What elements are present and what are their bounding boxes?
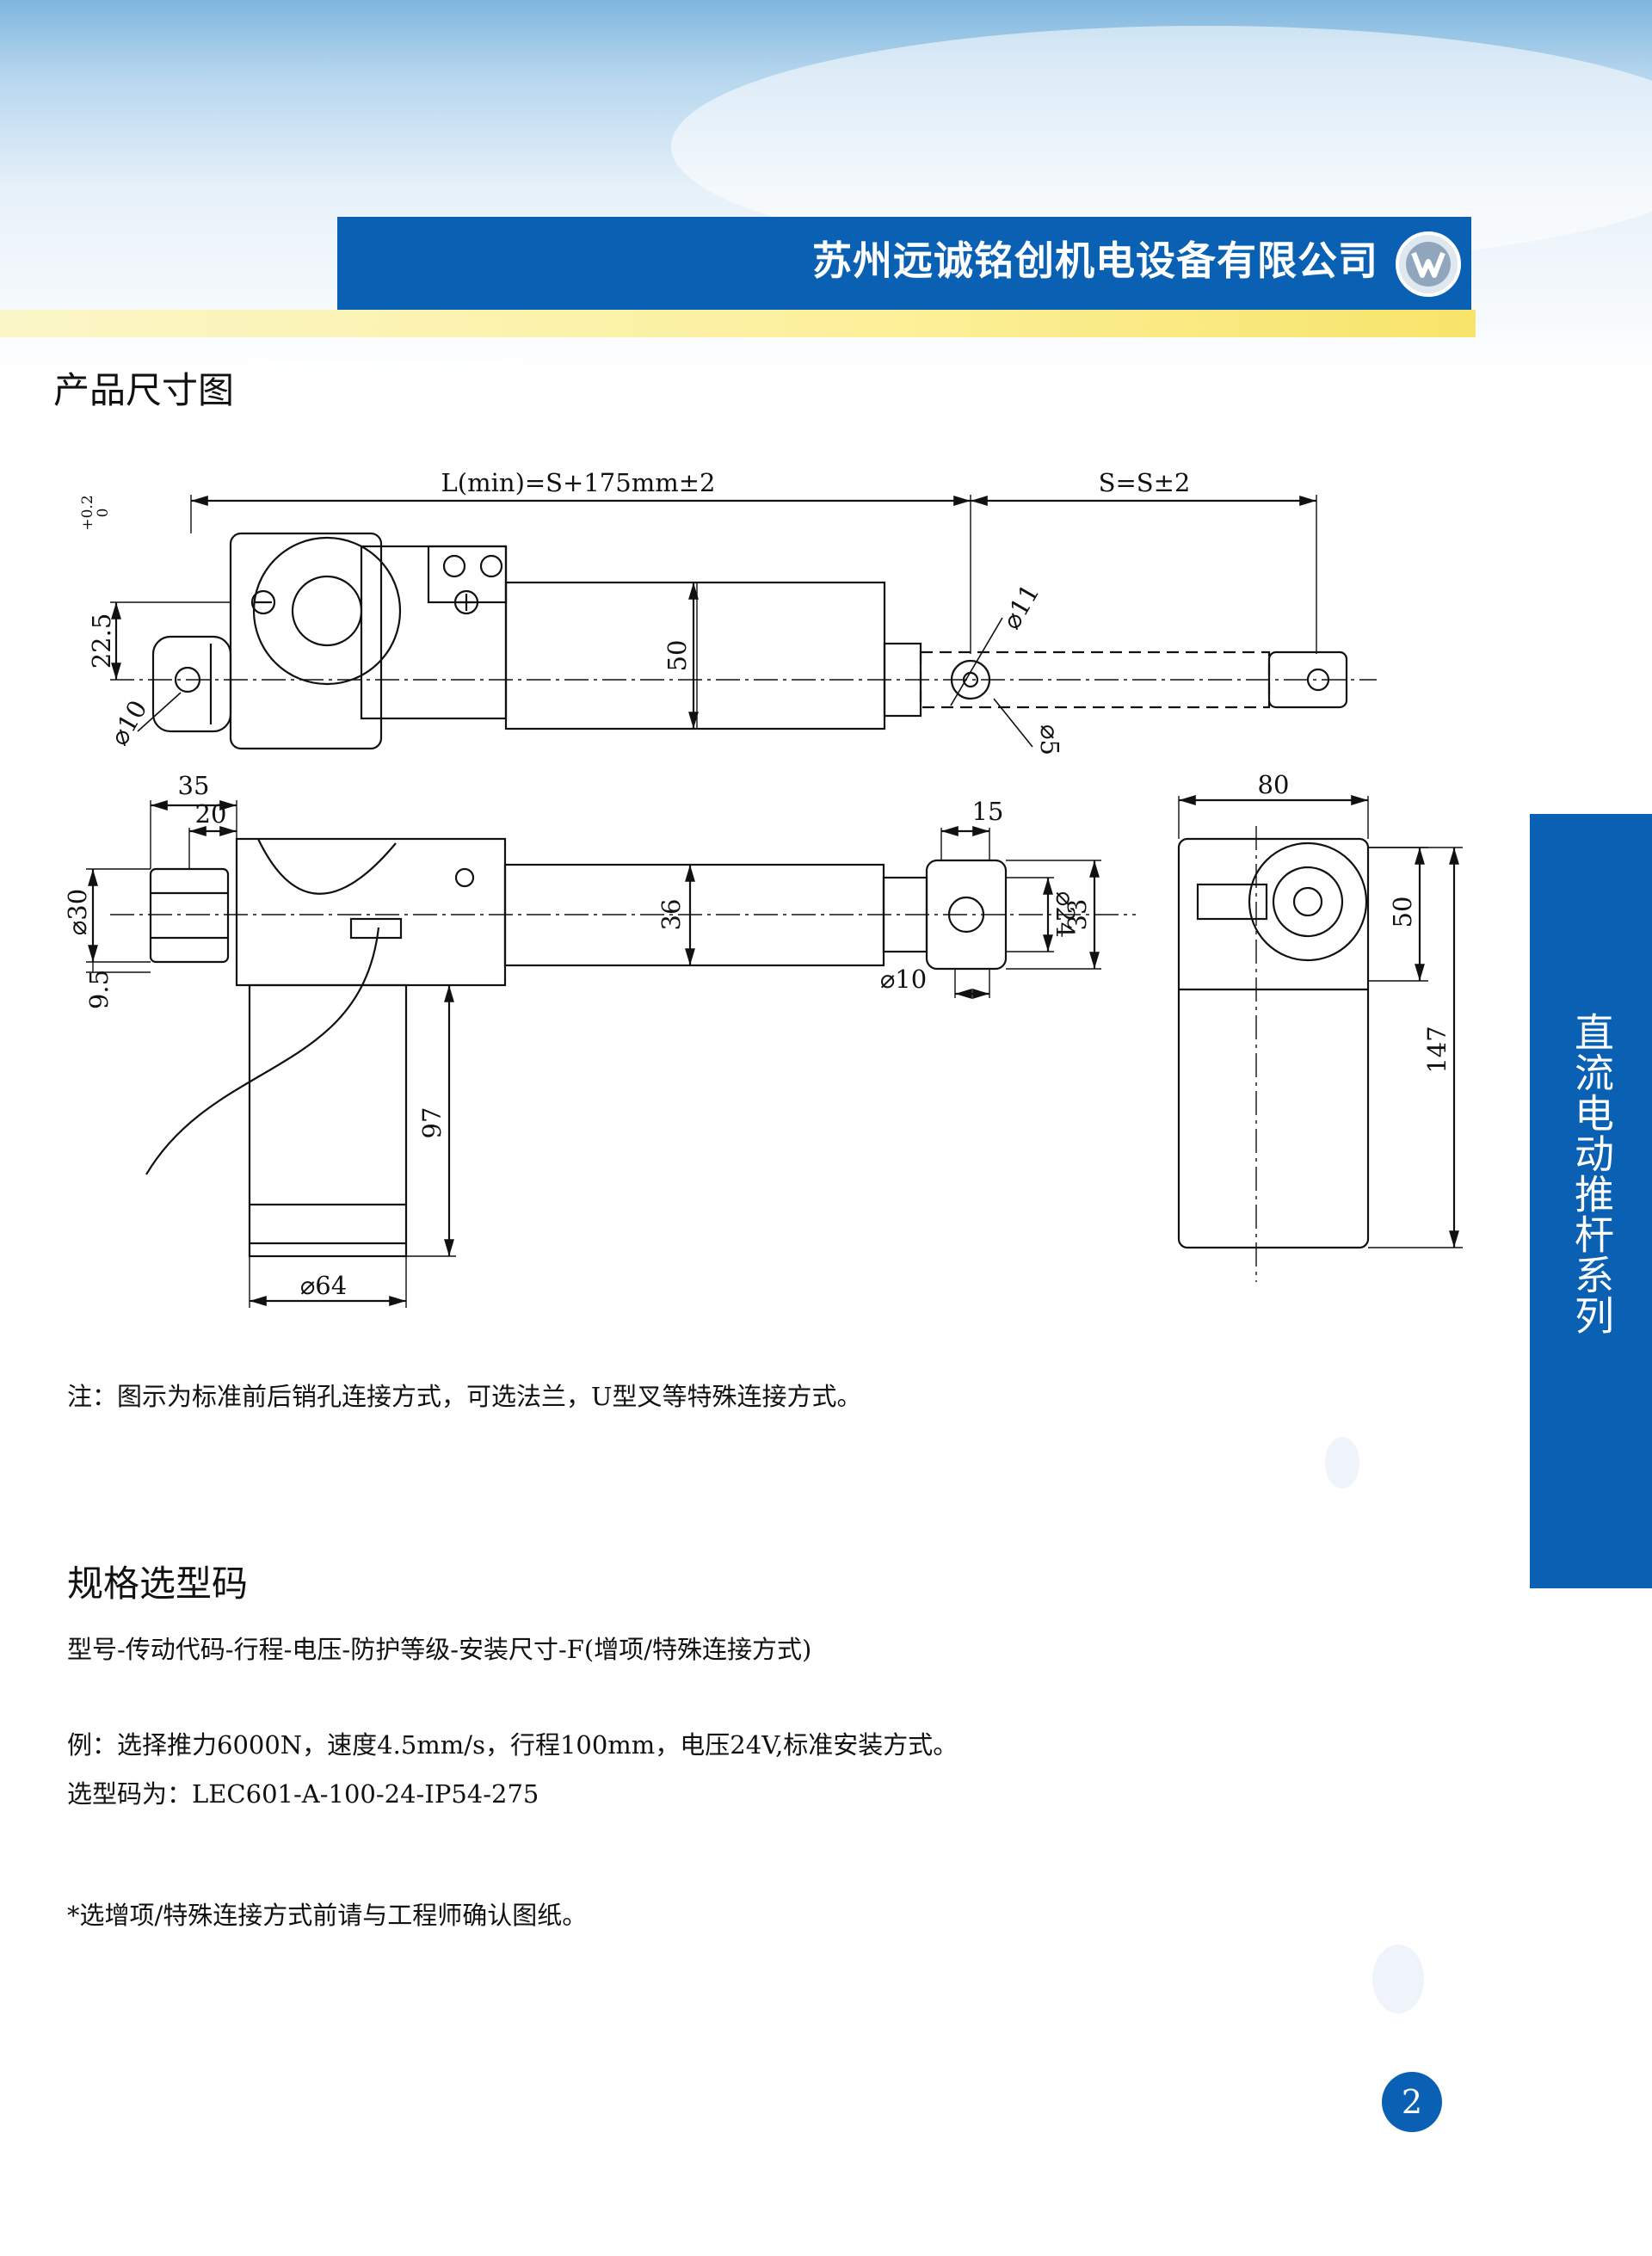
spec-code: 选型码为：LEC601-A-100-24-IP54-275 bbox=[67, 1779, 539, 1809]
dim-50-end: 50 bbox=[1388, 897, 1417, 928]
header-band bbox=[337, 217, 1471, 310]
header-accent-strip bbox=[0, 310, 1476, 337]
dim-97: 97 bbox=[417, 1107, 447, 1139]
dim-15: 15 bbox=[972, 797, 1004, 826]
dim-20: 20 bbox=[195, 799, 227, 829]
dimension-drawing: L(min)=S+175mm±2 S=S±2 22.5 +0.2 0 50 ⌀1… bbox=[63, 468, 1463, 1308]
dim-35: 35 bbox=[178, 771, 210, 800]
spec-example: 例：选择推力6000N，速度4.5mm/s，行程100mm，电压24V,标准安装… bbox=[67, 1730, 959, 1760]
section-title-dimensions: 产品尺寸图 bbox=[53, 369, 235, 411]
dim-80: 80 bbox=[1258, 770, 1290, 799]
top-view bbox=[110, 495, 1377, 750]
dim-d24: ⌀24 bbox=[1051, 891, 1080, 938]
dim-d5: ⌀5 bbox=[1035, 724, 1064, 755]
side-tab bbox=[1530, 814, 1652, 1588]
company-logo-icon bbox=[1396, 231, 1461, 297]
dim-36: 36 bbox=[656, 899, 686, 931]
dim-50-top: 50 bbox=[663, 640, 692, 672]
spec-footnote: *选增项/特殊连接方式前请与工程师确认图纸。 bbox=[67, 1901, 588, 1930]
dim-d10-side: ⌀10 bbox=[880, 965, 927, 994]
dim-length: L(min)=S+175mm±2 bbox=[441, 468, 716, 497]
dim-22-5: 22.5 bbox=[87, 613, 116, 669]
dim-d11: ⌀11 bbox=[996, 579, 1045, 634]
side-view bbox=[86, 800, 1136, 1308]
dim-tolerance-zero: 0 bbox=[95, 509, 112, 518]
page-number: 2 bbox=[1382, 2072, 1442, 2132]
dim-9-5: 9.5 bbox=[84, 970, 114, 1009]
dim-d30: ⌀30 bbox=[63, 889, 92, 935]
end-view bbox=[1177, 795, 1463, 1282]
company-name: 苏州远诚铭创机电设备有限公司 bbox=[812, 237, 1378, 284]
dim-d64: ⌀64 bbox=[300, 1271, 347, 1300]
dim-33: 33 bbox=[1063, 899, 1092, 931]
dim-tolerance-plus: +0.2 bbox=[79, 495, 96, 530]
dim-stroke: S=S±2 bbox=[1099, 468, 1191, 497]
dim-147: 147 bbox=[1422, 1026, 1452, 1073]
spec-format: 型号-传动代码-行程-电压-防护等级-安装尺寸-F(增项/特殊连接方式) bbox=[67, 1635, 812, 1664]
section-title-spec: 规格选型码 bbox=[67, 1563, 249, 1605]
drawing-note: 注：图示为标准前后销孔连接方式，可选法兰，U型叉等特殊连接方式。 bbox=[67, 1382, 862, 1411]
side-tab-label: 直流电动推杆系列 bbox=[1569, 1012, 1615, 1335]
dim-d10-top: ⌀10 bbox=[104, 695, 153, 750]
